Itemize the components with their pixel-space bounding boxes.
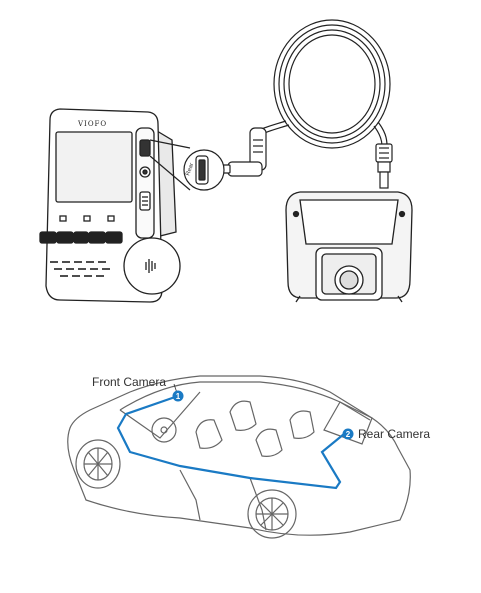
rear-camera-label: Rear Camera xyxy=(358,427,430,441)
rear-port-zoom xyxy=(149,139,225,191)
rear-camera-cable xyxy=(255,19,391,149)
badge-1: 1 xyxy=(172,390,184,402)
car-illustration xyxy=(67,375,411,539)
rear-camera xyxy=(285,191,413,303)
badge-1-number: 1 xyxy=(176,392,181,401)
rear-port-label: Rear xyxy=(185,162,195,176)
cable-route xyxy=(116,394,345,490)
rear-camera-plug xyxy=(375,143,393,189)
brand-logo: VIOFO xyxy=(77,120,107,128)
badge-2: 2 xyxy=(342,428,354,440)
l-connector-plug xyxy=(221,127,267,177)
front-dashcam xyxy=(39,108,181,303)
badge-2-number: 2 xyxy=(346,430,351,439)
front-camera-label: Front Camera xyxy=(92,375,166,389)
